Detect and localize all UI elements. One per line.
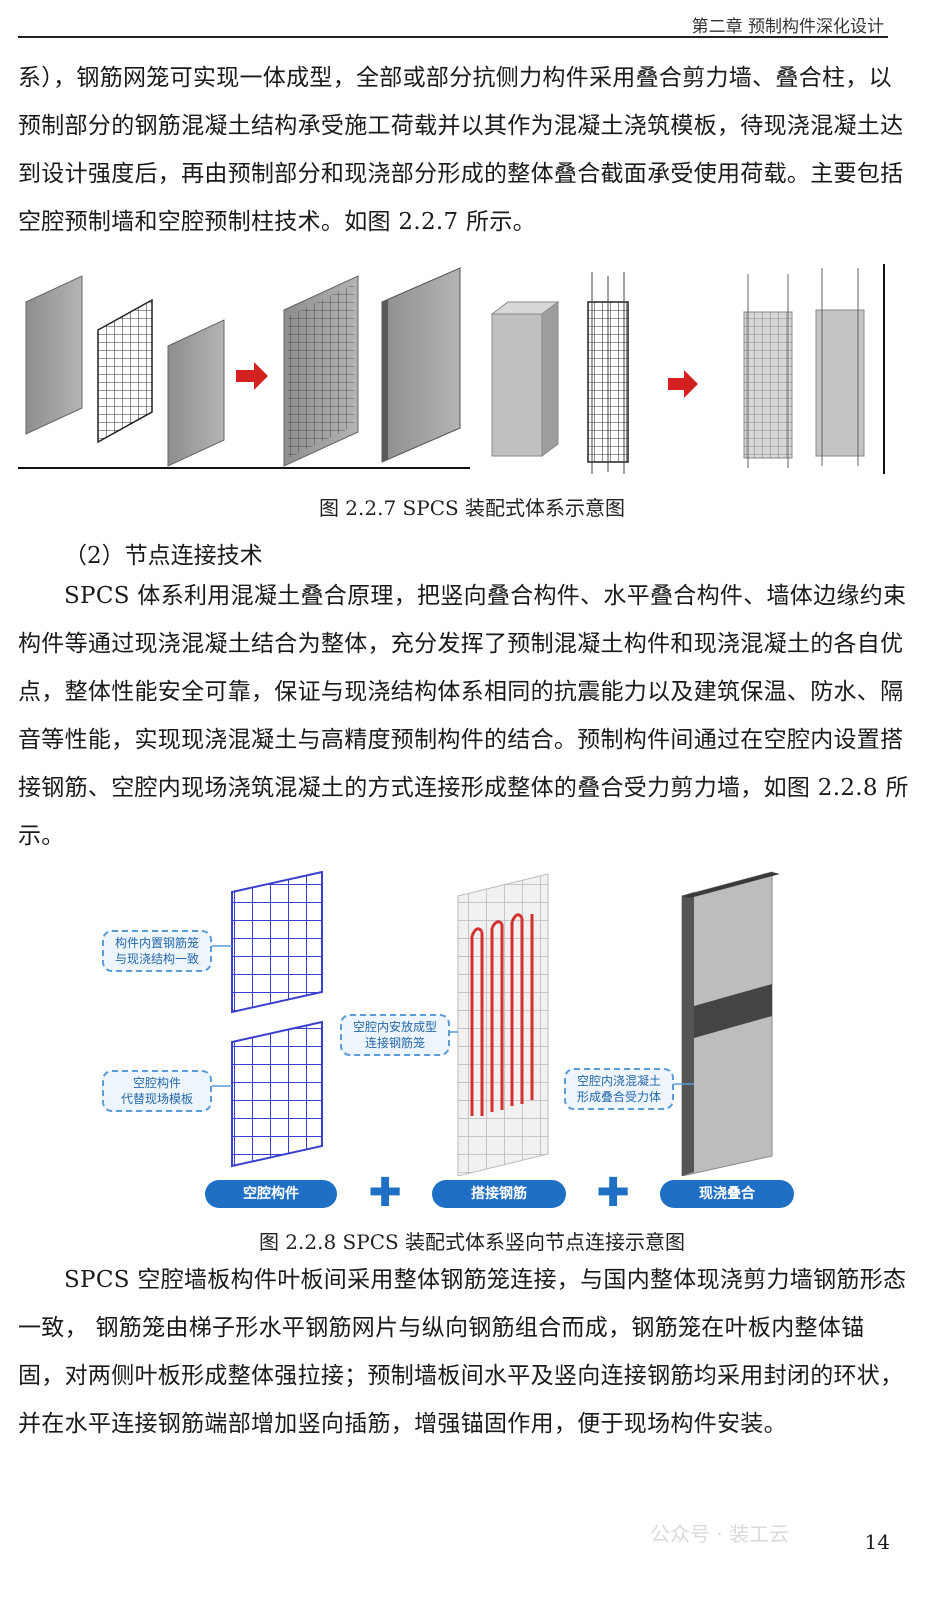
plus-icon: ✚ xyxy=(368,1170,402,1216)
figure-spcs-system xyxy=(18,264,885,474)
page-header: 第二章 预制构件深化设计 xyxy=(18,6,888,38)
column-rebar-cage xyxy=(587,272,629,474)
section-subheading: （2）节点连接技术 xyxy=(64,543,263,569)
rebar-cage-wall xyxy=(97,298,153,444)
arrow-icon xyxy=(668,370,698,398)
figure-vertical-joint xyxy=(200,870,780,1176)
label-hollow-component: 空腔构件 xyxy=(205,1180,337,1208)
page-number: 14 xyxy=(864,1530,890,1554)
paragraph-wall-panel: SPCS 空腔墙板构件叶板间采用整体钢筋笼连接，与国内整体现浇剪力墙钢筋形态一致… xyxy=(18,1267,907,1437)
arrow-icon xyxy=(236,362,268,390)
figure-2-caption: 图 2.2.8 SPCS 装配式体系竖向节点连接示意图 xyxy=(258,1230,686,1254)
callout-cast-concrete: 空腔内浇混凝土 形成叠合受力体 xyxy=(564,1068,674,1110)
label-cast-in-place: 现浇叠合 xyxy=(660,1180,794,1208)
plus-icon: ✚ xyxy=(596,1170,630,1216)
hollow-component-cage-upper xyxy=(231,870,323,1014)
column-finished xyxy=(815,264,885,474)
column-assembled xyxy=(743,274,793,468)
callout-hollow-formwork: 空腔构件 代替现场模板 xyxy=(102,1070,212,1112)
label-lap-rebar: 搭接钢筋 xyxy=(432,1180,566,1208)
wall-panel-left xyxy=(25,275,83,435)
hollow-column xyxy=(490,301,560,457)
hollow-wall-assembled xyxy=(283,275,359,467)
cast-in-place-wall xyxy=(681,871,780,1176)
paragraph-node-connection: SPCS 体系利用混凝土叠合原理，把竖向叠合构件、水平叠合构件、墙体边缘约束构件… xyxy=(18,583,909,849)
figure-1-caption: 图 2.2.7 SPCS 装配式体系示意图 xyxy=(318,496,626,520)
hollow-component-cage-lower xyxy=(231,1020,323,1168)
callout-built-in-cage: 构件内置钢筋笼 与现浇结构一致 xyxy=(102,930,212,972)
lap-rebar-assembly xyxy=(457,873,549,1176)
hollow-wall-finished xyxy=(381,267,461,463)
wall-panel-right xyxy=(167,319,225,467)
callout-place-cage: 空腔内安放成型 连接钢筋笼 xyxy=(340,1014,450,1056)
chapter-title: 第二章 预制构件深化设计 xyxy=(691,17,884,37)
watermark: 公众号 · 装工云 xyxy=(650,1522,790,1546)
paragraph-intro: 系），钢筋网笼可实现一体成型，全部或部分抗侧力构件采用叠合剪力墙、叠合柱，以预制… xyxy=(18,65,904,235)
